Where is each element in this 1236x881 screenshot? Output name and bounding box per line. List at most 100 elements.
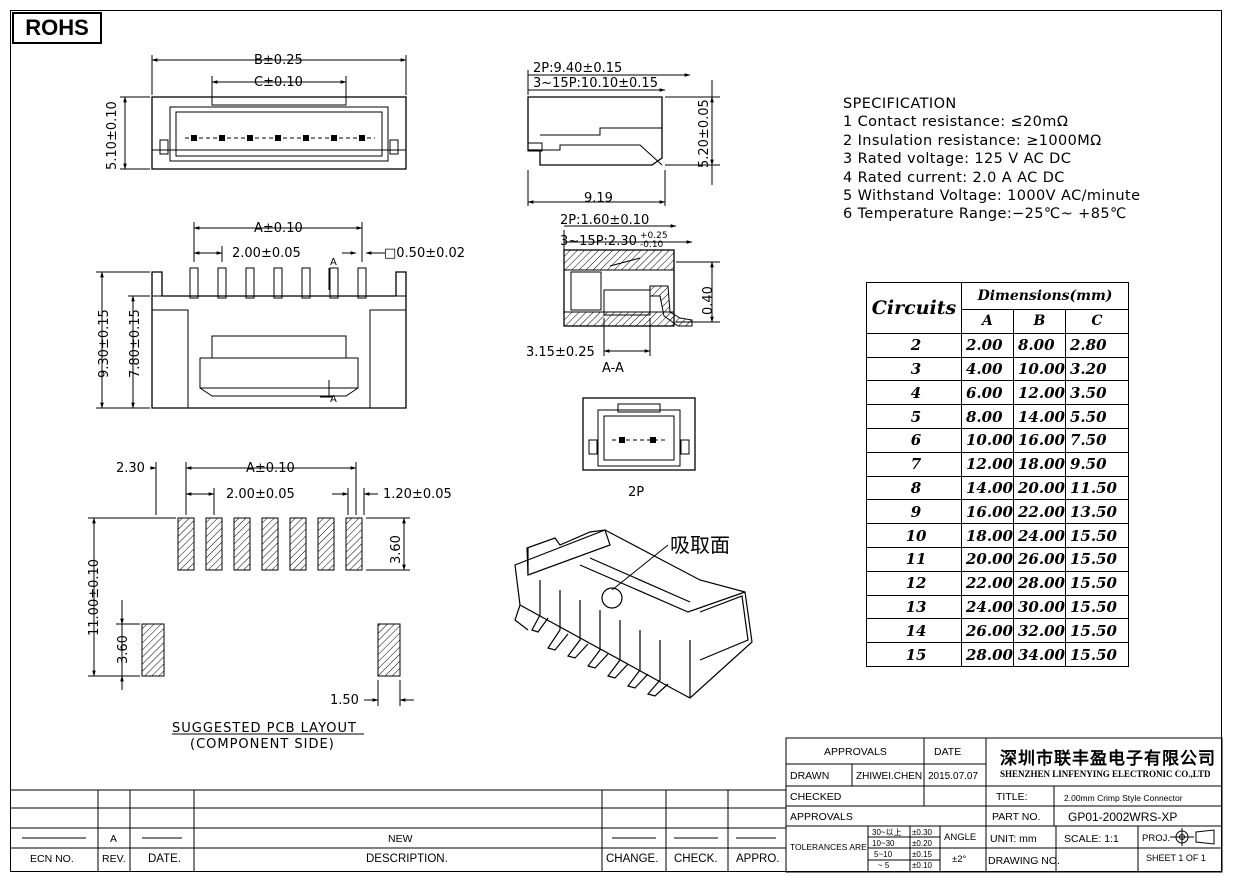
spec-item: 5 Withstand Voltage: 1000V AC/minute (843, 188, 1141, 205)
tol-range-3: 5~10 (874, 850, 893, 859)
dimension-cell: 16.00 (1012, 427, 1066, 453)
circuit-cell: 2 (866, 332, 962, 358)
dimension-cell: 7.50 (1064, 427, 1129, 453)
description-value: NEW (388, 833, 413, 845)
pcb-dim-230: 2.30 (116, 461, 145, 476)
dimension-cell: 20.00 (1012, 475, 1066, 501)
circuit-cell: 9 (866, 499, 962, 525)
circuit-cell: 6 (866, 427, 962, 453)
angle-label: ANGLE (944, 832, 976, 843)
dimension-cell: 15.50 (1064, 546, 1129, 572)
drawn-date: 2015.07.07 (928, 771, 978, 782)
pcb-layout (88, 462, 414, 735)
dim-sec-tol-minus: -0.10 (640, 240, 664, 250)
date-header-rev: DATE. (148, 853, 181, 865)
dim-930: 9.30±0.15 (97, 309, 112, 378)
dim-919: 9.19 (584, 191, 613, 206)
dimension-cell: 28.00 (961, 642, 1014, 667)
dimension-cell: 22.00 (961, 570, 1014, 596)
circuit-cell: 13 (866, 594, 962, 620)
dimension-cell: 12.00 (961, 451, 1014, 477)
section-view (563, 224, 720, 356)
tol-range-4: ~ 5 (878, 861, 890, 870)
title-block-text: APPROVALS DATE DRAWN ZHIWEI.CHEN 2015.07… (30, 746, 1206, 870)
company-name-en: SHENZHEN LINFENYING ELECTRONIC CO.,LTD (1000, 769, 1211, 779)
pcb-dim-150: 1.50 (330, 693, 359, 708)
approvals-header: APPROVALS (824, 746, 887, 758)
dimension-cell: 14.00 (961, 475, 1014, 501)
dimension-cell: 28.00 (1012, 570, 1066, 596)
drawn-label: DRAWN (790, 770, 829, 782)
dimension-cell: 4.00 (961, 356, 1014, 382)
dim-510: 5.10±0.10 (105, 101, 120, 170)
pcb-title: SUGGESTED PCB LAYOUT (172, 721, 357, 736)
unit-label: UNIT: mm (990, 833, 1037, 845)
tol-range-1: 30~以上 (872, 828, 902, 837)
ecn-header: ECN NO. (30, 853, 74, 865)
dim-sec-tol-plus: +0.25 (640, 231, 668, 241)
tol-value-2: ±0.20 (912, 839, 933, 848)
circuit-cell: 7 (866, 451, 962, 477)
title-label: TITLE: (996, 791, 1028, 803)
description-header: DESCRIPTION. (366, 853, 448, 865)
circuits-header: Circuits (866, 282, 962, 334)
dimension-cell: 11.50 (1064, 475, 1129, 501)
dimensions-header: Dimensions(mm) (961, 282, 1129, 310)
tol-value-3: ±0.15 (912, 850, 933, 859)
circuit-cell: 4 (866, 380, 962, 406)
pcb-dim-pitch: 2.00±0.05 (226, 487, 295, 502)
dimension-cell: 24.00 (961, 594, 1014, 620)
circuit-cell: 11 (866, 546, 962, 572)
tol-value-1: ±0.30 (912, 828, 933, 837)
spec-item: 3 Rated voltage: 125 V AC DC (843, 151, 1072, 168)
circuit-cell: 3 (866, 356, 962, 382)
title-block-lines (10, 737, 1223, 873)
dim-b: B±0.25 (254, 53, 303, 68)
dimension-cell: 15.50 (1064, 570, 1129, 596)
drawing-no-label: DRAWING NO. (988, 855, 1060, 867)
scale-label: SCALE: 1:1 (1064, 833, 1119, 845)
projection-label: PROJ. (1142, 833, 1170, 844)
view-2p-label: 2P (628, 485, 644, 500)
dim-pitch: 2.00±0.05 (232, 246, 301, 261)
dimension-cell: 20.00 (961, 546, 1014, 572)
dimension-cell: 32.00 (1012, 618, 1066, 644)
spec-item: 4 Rated current: 2.0 A AC DC (843, 169, 1065, 186)
dimension-cell: 26.00 (961, 618, 1014, 644)
dimension-cell: 34.00 (1012, 642, 1066, 667)
dimension-cell: 8.00 (961, 404, 1014, 429)
circuit-cell: 12 (866, 570, 962, 596)
dimension-cell: 9.50 (1064, 451, 1129, 477)
dimension-cell: 15.50 (1064, 594, 1129, 620)
dimension-cell: 6.00 (961, 380, 1014, 406)
col-c-header: C (1064, 309, 1129, 334)
isometric-view (514, 529, 753, 699)
view-2p (582, 397, 696, 471)
sheet-label: SHEET 1 OF 1 (1146, 853, 1206, 863)
circuit-cell: 5 (866, 404, 962, 429)
drawing-frame (10, 10, 1222, 872)
side-view (527, 70, 720, 206)
tol-value-4: ±0.10 (912, 861, 933, 870)
part-no-value: GP01-2002WRS-XP (1068, 810, 1177, 824)
front-view (96, 222, 407, 409)
dim-520: 5.20±0.05 (697, 99, 712, 168)
date-header: DATE (934, 746, 961, 758)
section-mark-top: A (330, 257, 337, 268)
dimension-cell: 18.00 (961, 523, 1014, 548)
title-value: 2.00mm Crimp Style Connector (1064, 793, 1183, 803)
approvals-label: APPROVALS (790, 811, 853, 823)
dimension-cell: 24.00 (1012, 523, 1066, 548)
spec-item: 6 Temperature Range:−25℃~ +85℃ (843, 206, 1127, 223)
